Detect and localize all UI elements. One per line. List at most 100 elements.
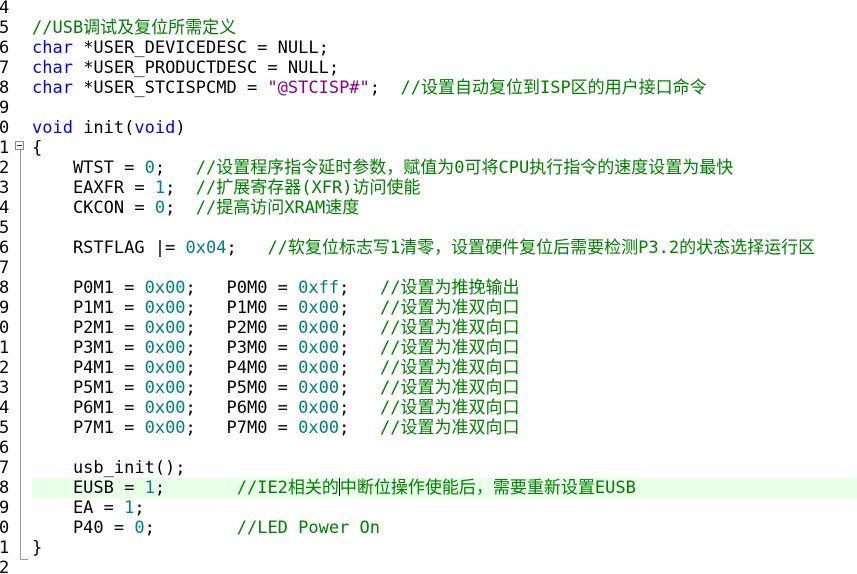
string-token: "@STCISP#"	[267, 78, 370, 98]
code-text: CKCON = 0; //提高访问XRAM速度	[32, 198, 359, 218]
code-line[interactable]: 9 EA = 1;	[0, 498, 857, 518]
code-token: ;	[154, 478, 237, 498]
code-token: P4M1 =	[32, 358, 145, 378]
number-token: 0x00	[298, 418, 340, 438]
code-text: P0M1 = 0x00; P0M0 = 0xff; //设置为推挽输出	[32, 278, 520, 298]
code-token: ;	[339, 398, 381, 418]
number-token: 0x00	[144, 278, 186, 298]
number-token: 0x00	[298, 398, 340, 418]
code-text: char *USER_PRODUCTDESC = NULL;	[32, 58, 339, 78]
code-line[interactable]: 4 CKCON = 0; //提高访问XRAM速度	[0, 198, 857, 218]
code-line[interactable]: 9	[0, 98, 857, 118]
code-token: ; P7M0 =	[185, 418, 299, 438]
code-line[interactable]: 5 P7M1 = 0x00; P7M0 = 0x00; //设置为准双向口	[0, 418, 857, 438]
code-token: ;	[154, 158, 196, 178]
number-token: 0x00	[298, 298, 340, 318]
code-token: ;	[339, 318, 381, 338]
code-token: *USER_STCISPCMD =	[72, 78, 268, 98]
code-text: P5M1 = 0x00; P5M0 = 0x00; //设置为准双向口	[32, 378, 520, 398]
line-number-gutter	[0, 0, 10, 574]
line-number: 7	[0, 458, 10, 478]
line-number: 4	[0, 0, 10, 18]
code-token: ; P3M0 =	[185, 338, 299, 358]
code-token: ;	[134, 498, 145, 518]
number-token: 1	[154, 178, 166, 198]
code-token: P1M1 =	[32, 298, 145, 318]
code-line[interactable]: 3 EAXFR = 1; //扩展寄存器(XFR)访问使能	[0, 178, 857, 198]
comment-token: //设置为准双向口	[380, 418, 520, 438]
code-text: }	[32, 538, 42, 558]
code-token: )	[175, 118, 186, 138]
number-token: 0x00	[144, 298, 186, 318]
code-line[interactable]: 2 WTST = 0; //设置程序指令延时参数，赋值为0可将CPU执行指令的速…	[0, 158, 857, 178]
number-token: 0	[144, 158, 155, 178]
line-number: 6	[0, 38, 10, 58]
code-line-current[interactable]: 8 EUSB = 1; //IE2相关的中断位操作使能后，需要重新设置EUSB	[0, 478, 857, 498]
code-line[interactable]: 1 P3M1 = 0x00; P3M0 = 0x00; //设置为准双向口	[0, 338, 857, 358]
code-text: EAXFR = 1; //扩展寄存器(XFR)访问使能	[32, 178, 421, 198]
code-line[interactable]: 7	[0, 258, 857, 278]
line-number: 5	[0, 418, 10, 438]
fold-collapse-icon[interactable]	[15, 141, 24, 150]
line-number: 6	[0, 238, 10, 258]
code-line[interactable]: 0 P40 = 0; //LED Power On	[0, 518, 857, 538]
code-line[interactable]: 9 P1M1 = 0x00; P1M0 = 0x00; //设置为准双向口	[0, 298, 857, 318]
code-token: P7M1 =	[32, 418, 145, 438]
code-text: EUSB = 1; //IE2相关的中断位操作使能后，需要重新设置EUSB	[32, 478, 636, 498]
code-text: P1M1 = 0x00; P1M0 = 0x00; //设置为准双向口	[32, 298, 520, 318]
keyword-token: void	[32, 118, 73, 138]
code-line[interactable]: 7 usb_init();	[0, 458, 857, 478]
comment-token: //提高访问XRAM速度	[195, 198, 360, 218]
fold-guide-end	[20, 559, 28, 560]
line-number: 8	[0, 78, 10, 98]
code-token: EAXFR =	[32, 178, 155, 198]
code-line[interactable]: 8 P0M1 = 0x00; P0M0 = 0xff; //设置为推挽输出	[0, 278, 857, 298]
code-token: P40 =	[32, 518, 135, 538]
number-token: 0	[134, 518, 145, 538]
code-line[interactable]: 5	[0, 218, 857, 238]
line-number: 3	[0, 178, 10, 198]
line-number: 2	[0, 558, 10, 574]
line-number: 1	[0, 338, 10, 358]
code-line[interactable]: 2	[0, 558, 857, 574]
code-text: WTST = 0; //设置程序指令延时参数，赋值为0可将CPU执行指令的速度设…	[32, 158, 733, 178]
comment-token: //设置为推挽输出	[380, 278, 520, 298]
code-token: ;	[339, 358, 381, 378]
code-token: ;	[339, 298, 381, 318]
code-token: *USER_PRODUCTDESC = NULL;	[72, 58, 340, 78]
code-line[interactable]: 6 RSTFLAG |= 0x04; //软复位标志写1清零，设置硬件复位后需要…	[0, 238, 857, 258]
number-token: 1	[144, 478, 155, 498]
comment-token: //设置程序指令延时参数，赋值为0可将CPU执行指令的速度设置为最快	[195, 158, 734, 178]
code-line[interactable]: 5//USB调试及复位所需定义	[0, 18, 857, 38]
code-line[interactable]: 1{	[0, 138, 857, 158]
comment-token: //IE2相关的	[236, 478, 339, 498]
code-text: //USB调试及复位所需定义	[32, 18, 236, 38]
code-text: P7M1 = 0x00; P7M0 = 0x00; //设置为准双向口	[32, 418, 520, 438]
code-token: P0M1 =	[32, 278, 145, 298]
code-line[interactable]: 0 P2M1 = 0x00; P2M0 = 0x00; //设置为准双向口	[0, 318, 857, 338]
code-line[interactable]: 1}	[0, 538, 857, 558]
code-token: ;	[165, 178, 196, 198]
code-line[interactable]: 4 P6M1 = 0x00; P6M0 = 0x00; //设置为准双向口	[0, 398, 857, 418]
code-token: usb_init();	[32, 458, 186, 478]
code-text: char *USER_DEVICEDESC = NULL;	[32, 38, 329, 58]
code-line[interactable]: 4	[0, 0, 857, 18]
code-token: P3M1 =	[32, 338, 145, 358]
code-token: WTST =	[32, 158, 145, 178]
code-text: P4M1 = 0x00; P4M0 = 0x00; //设置为准双向口	[32, 358, 520, 378]
comment-token: //扩展寄存器(XFR)访问使能	[195, 178, 421, 198]
code-line[interactable]: 2 P4M1 = 0x00; P4M0 = 0x00; //设置为准双向口	[0, 358, 857, 378]
code-token: ;	[339, 338, 381, 358]
number-token: 0x00	[144, 358, 186, 378]
number-token: 0	[154, 198, 166, 218]
code-line[interactable]: 6 char *USER_DEVICEDESC = NULL;	[0, 38, 857, 58]
comment-token: //设置为准双向口	[380, 338, 520, 358]
code-token: init(	[72, 118, 135, 138]
code-line[interactable]: 6	[0, 438, 857, 458]
comment-token: //设置为准双向口	[380, 398, 520, 418]
code-line[interactable]: 3 P5M1 = 0x00; P5M0 = 0x00; //设置为准双向口	[0, 378, 857, 398]
